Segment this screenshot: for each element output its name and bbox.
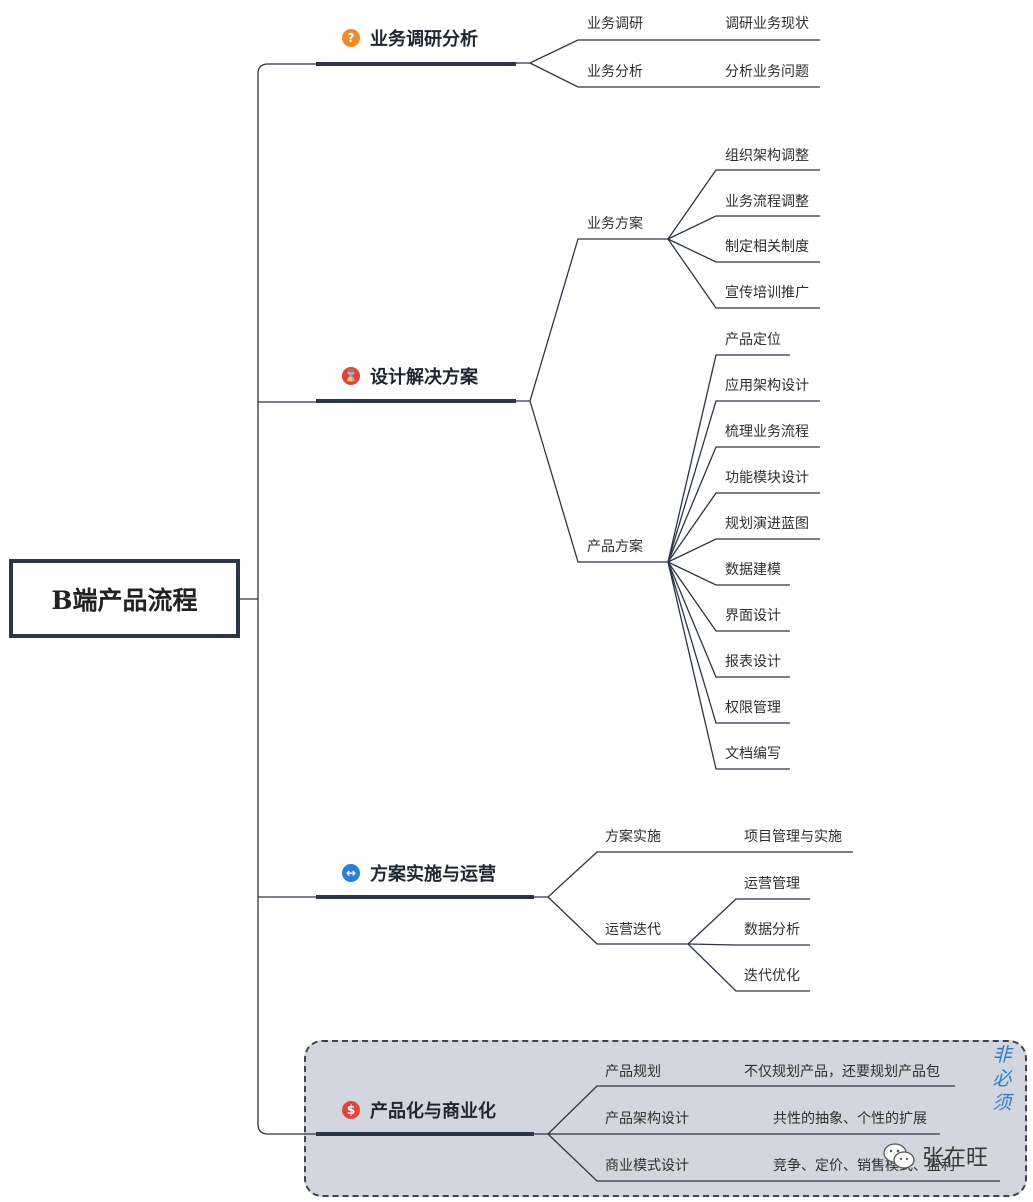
leaf-node: 项目管理与实施: [744, 829, 842, 845]
root-label: B端产品流程: [51, 585, 198, 615]
sub-node: 业务分析: [587, 64, 643, 80]
leaf-node: 规划演进蓝图: [725, 516, 809, 532]
sub-node: 方案实施: [605, 829, 661, 845]
root-node: B端产品流程: [9, 559, 240, 638]
watermark: 张在旺: [882, 1140, 988, 1172]
leaf-node: 数据分析: [744, 922, 800, 938]
sub-node: 商业模式设计: [605, 1158, 689, 1174]
leaf-node: 报表设计: [725, 654, 781, 670]
sub-node: 业务方案: [587, 216, 643, 232]
branch-implementation-operation: ↔ 方案实施与运营: [342, 860, 496, 886]
leaf-node: 应用架构设计: [725, 378, 809, 394]
leaf-node: 组织架构调整: [725, 148, 809, 164]
branch-productization-commercialization: $ 产品化与商业化: [342, 1097, 496, 1123]
dollar-icon: $: [342, 1101, 360, 1119]
leaf-node: 权限管理: [725, 700, 781, 716]
branch-title: 设计解决方案: [370, 367, 478, 388]
branch-design-solution: ⌛ 设计解决方案: [342, 363, 478, 389]
leaf-node: 界面设计: [725, 608, 781, 624]
leaf-node: 梳理业务流程: [725, 424, 809, 440]
optional-region: [304, 1040, 1027, 1197]
watermark-text: 张在旺: [922, 1146, 989, 1171]
side-note-char: 非: [992, 1044, 1012, 1066]
branch-title: 业务调研分析: [370, 29, 478, 50]
leaf-node: 调研业务现状: [725, 16, 809, 32]
branch-business-research: ? 业务调研分析: [342, 25, 478, 51]
leaf-node: 文档编写: [725, 746, 781, 762]
wechat-icon: [883, 1143, 915, 1169]
leaf-node: 迭代优化: [744, 968, 800, 984]
side-note-char: 必: [992, 1068, 1012, 1090]
sub-node: 产品架构设计: [605, 1111, 689, 1127]
sub-node: 运营迭代: [605, 922, 661, 938]
leaf-node: 宣传培训推广: [725, 285, 809, 301]
leaf-node: 数据建模: [725, 562, 781, 578]
sub-node: 产品方案: [587, 539, 643, 555]
leaf-node: 业务流程调整: [725, 194, 809, 210]
sub-node: 业务调研: [587, 16, 643, 32]
leaf-node: 制定相关制度: [725, 239, 809, 255]
leaf-node: 功能模块设计: [725, 470, 809, 486]
branch-title: 产品化与商业化: [370, 1101, 496, 1122]
branch-title: 方案实施与运营: [370, 864, 496, 885]
arrows-icon: ↔: [342, 864, 360, 882]
leaf-node: 运营管理: [744, 876, 800, 892]
hourglass-icon: ⌛: [342, 367, 360, 385]
leaf-node: 不仅规划产品，还要规划产品包: [744, 1064, 940, 1080]
leaf-node: 产品定位: [725, 332, 781, 348]
leaf-node: 分析业务问题: [725, 64, 809, 80]
sub-node: 产品规划: [605, 1064, 661, 1080]
optional-side-note: 非 必 须: [990, 1046, 1014, 1113]
side-note-char: 须: [992, 1092, 1012, 1114]
leaf-node: 共性的抽象、个性的扩展: [773, 1111, 927, 1127]
question-icon: ?: [342, 29, 360, 47]
